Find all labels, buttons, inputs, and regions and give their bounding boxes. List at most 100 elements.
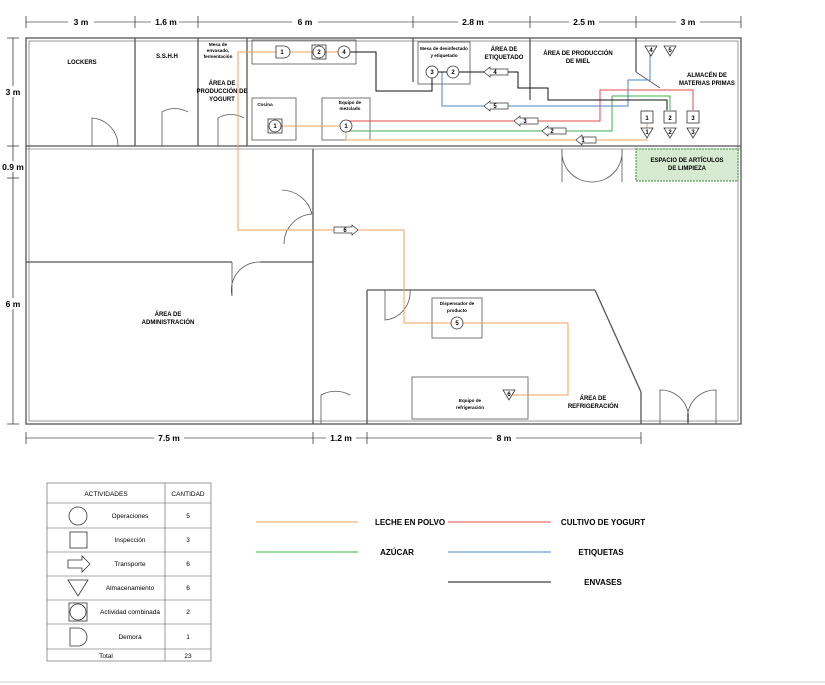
activity-legend-table: ACTIVIDADES CANTIDAD Operaciones 5 Inspe… (46, 482, 212, 662)
operation-5 (450, 316, 464, 330)
room-refrig-line2: REFRIGERACIÓN (568, 402, 618, 410)
legend-row-4-activity: Almacenamiento (106, 585, 155, 592)
dim-bottom-1: 7.5 m (158, 433, 180, 443)
legend-arrow-icon (67, 555, 91, 573)
legend-total-label: Total (99, 653, 113, 660)
legend-header-count: CANTIDAD (171, 491, 205, 498)
legend-circle-icon (68, 506, 88, 526)
operation-1-num: 1 (344, 124, 348, 130)
legend-label-etiquetas: ETIQUETAS (578, 548, 624, 557)
eq-cocina: Cocina (257, 102, 273, 107)
storage-2 (663, 127, 677, 139)
flow-envases (344, 51, 668, 110)
inspection-2-num: 2 (668, 116, 672, 122)
dim-top-4: 2.8 m (462, 17, 484, 27)
legend-square-icon (69, 531, 88, 549)
room-sshh: S.S.H.H (156, 54, 178, 60)
flow-lines (237, 51, 694, 396)
transport-5 (483, 100, 509, 112)
legend-row-3-activity: Transporte (114, 561, 146, 568)
room-yogurt-line3: YOGURT (209, 97, 235, 103)
eq-mesa-envasado-2: envasado, (207, 48, 229, 53)
room-admin-line2: ADMINISTRACIÓN (142, 318, 195, 326)
transport-4-num: 4 (493, 70, 497, 76)
legend-row-3-count: 6 (186, 561, 190, 568)
room-almacen-line1: ALMACÉN DE (687, 71, 727, 79)
room-labels: LOCKERS S.S.H.H ÁREA DE PRODUCCIÓN DE YO… (67, 46, 735, 410)
legend-triangle-icon (67, 579, 89, 597)
dim-top-1: 3 m (74, 17, 89, 27)
storage-3 (686, 127, 700, 139)
legend-row-2-count: 3 (186, 537, 190, 544)
operation-2 (446, 65, 460, 79)
process-symbols (267, 44, 700, 401)
legend-row-5-count: 2 (186, 609, 190, 616)
dim-top-5: 2.5 m (573, 17, 595, 27)
operation-4 (337, 45, 351, 59)
flow-leche (345, 110, 648, 141)
transport-1 (575, 134, 597, 146)
room-limpieza-line1: ESPACIO DE ARTÍCULOS (650, 156, 723, 164)
delay-1 (275, 45, 291, 59)
operation-1 (339, 119, 353, 133)
combined-1-num: 1 (273, 124, 277, 130)
combined-activity-2 (312, 45, 326, 59)
operation-3-num: 3 (430, 70, 434, 76)
inspection-3-num: 3 (691, 116, 695, 122)
equipment-labels: Mesa de envasado, fermentación Cocina Eq… (204, 42, 485, 410)
walls (25, 37, 742, 425)
legend-combined-circle-icon (69, 603, 87, 621)
room-miel-line2: DE MIEL (566, 59, 591, 65)
room-miel-line1: ÁREA DE PRODUCCIÓN (543, 49, 612, 57)
transport-4 (483, 66, 509, 78)
legend-label-azucar: AZÚCAR (380, 548, 414, 557)
room-yogurt-line2: PRODUCCIÓN DE (196, 87, 247, 95)
transport-3-num: 3 (523, 119, 527, 125)
storage-6 (502, 389, 516, 401)
legend-row-6-count: 1 (186, 634, 190, 641)
eq-mesa-envasado-1: Mesa de (209, 42, 228, 47)
room-refrig-line1: ÁREA DE (580, 395, 607, 402)
storage-5-num: 5 (668, 48, 672, 54)
inspection-1-num: 1 (645, 116, 649, 122)
dim-left-1: 3 m (6, 87, 21, 97)
dimension-labels: 3 m 1.6 m 6 m 2.8 m 2.5 m 3 m 7.5 m 1.2 … (1, 16, 700, 443)
inspection-1 (640, 110, 654, 124)
eq-mesa-envasado-3: fermentación (204, 54, 233, 59)
legend-label-envases: ENVASES (584, 578, 622, 587)
eq-dispensador-2: producto (447, 308, 467, 313)
legend-row-6-activity: Demora (118, 634, 142, 641)
inspection-2 (663, 110, 677, 124)
flow-azucar (346, 95, 671, 132)
dim-left-3: 6 m (6, 299, 21, 309)
eq-desinfectado-1: Mesa de desinfectado (420, 46, 468, 51)
transport-5-num: 5 (493, 104, 497, 110)
transport-2 (541, 125, 567, 137)
legend-row-1-count: 5 (186, 513, 190, 520)
operation-4-num: 4 (342, 50, 346, 56)
eq-refrigeracion-1: Equipo de (459, 398, 482, 403)
combined-2-num: 2 (317, 50, 321, 56)
legend-d-icon (69, 627, 88, 647)
legend-row-5-activity: Actividad combinada (100, 609, 160, 616)
combined-activity-1 (268, 119, 282, 133)
eq-mezclado-2: mezclado (340, 106, 361, 111)
symbol-numbers: 1 2 3 4 5 1 2 1 1 2 3 1 2 3 4 5 6 (273, 48, 695, 398)
transport-arrows (333, 66, 597, 236)
legend-row-1-activity: Operaciones (112, 513, 150, 520)
operation-3 (425, 65, 439, 79)
eq-refrigeracion-2: refrigeración (456, 405, 484, 410)
flow-leche-3 (237, 52, 569, 396)
legend-total-count: 23 (184, 653, 192, 660)
room-lockers: LOCKERS (67, 60, 96, 66)
flow-etiquetas (441, 53, 651, 107)
room-yogurt-line1: ÁREA DE (209, 80, 236, 87)
dim-left-2: 0.9 m (2, 162, 24, 172)
eq-dispensador-1: Dispensador de (440, 301, 475, 306)
storage-4 (644, 45, 658, 57)
transport-6 (333, 224, 359, 236)
dim-top-2: 1.6 m (155, 17, 177, 27)
legend-header-activity: ACTIVIDADES (84, 491, 128, 498)
room-limpieza-line2: DE LIMPIEZA (668, 166, 707, 172)
